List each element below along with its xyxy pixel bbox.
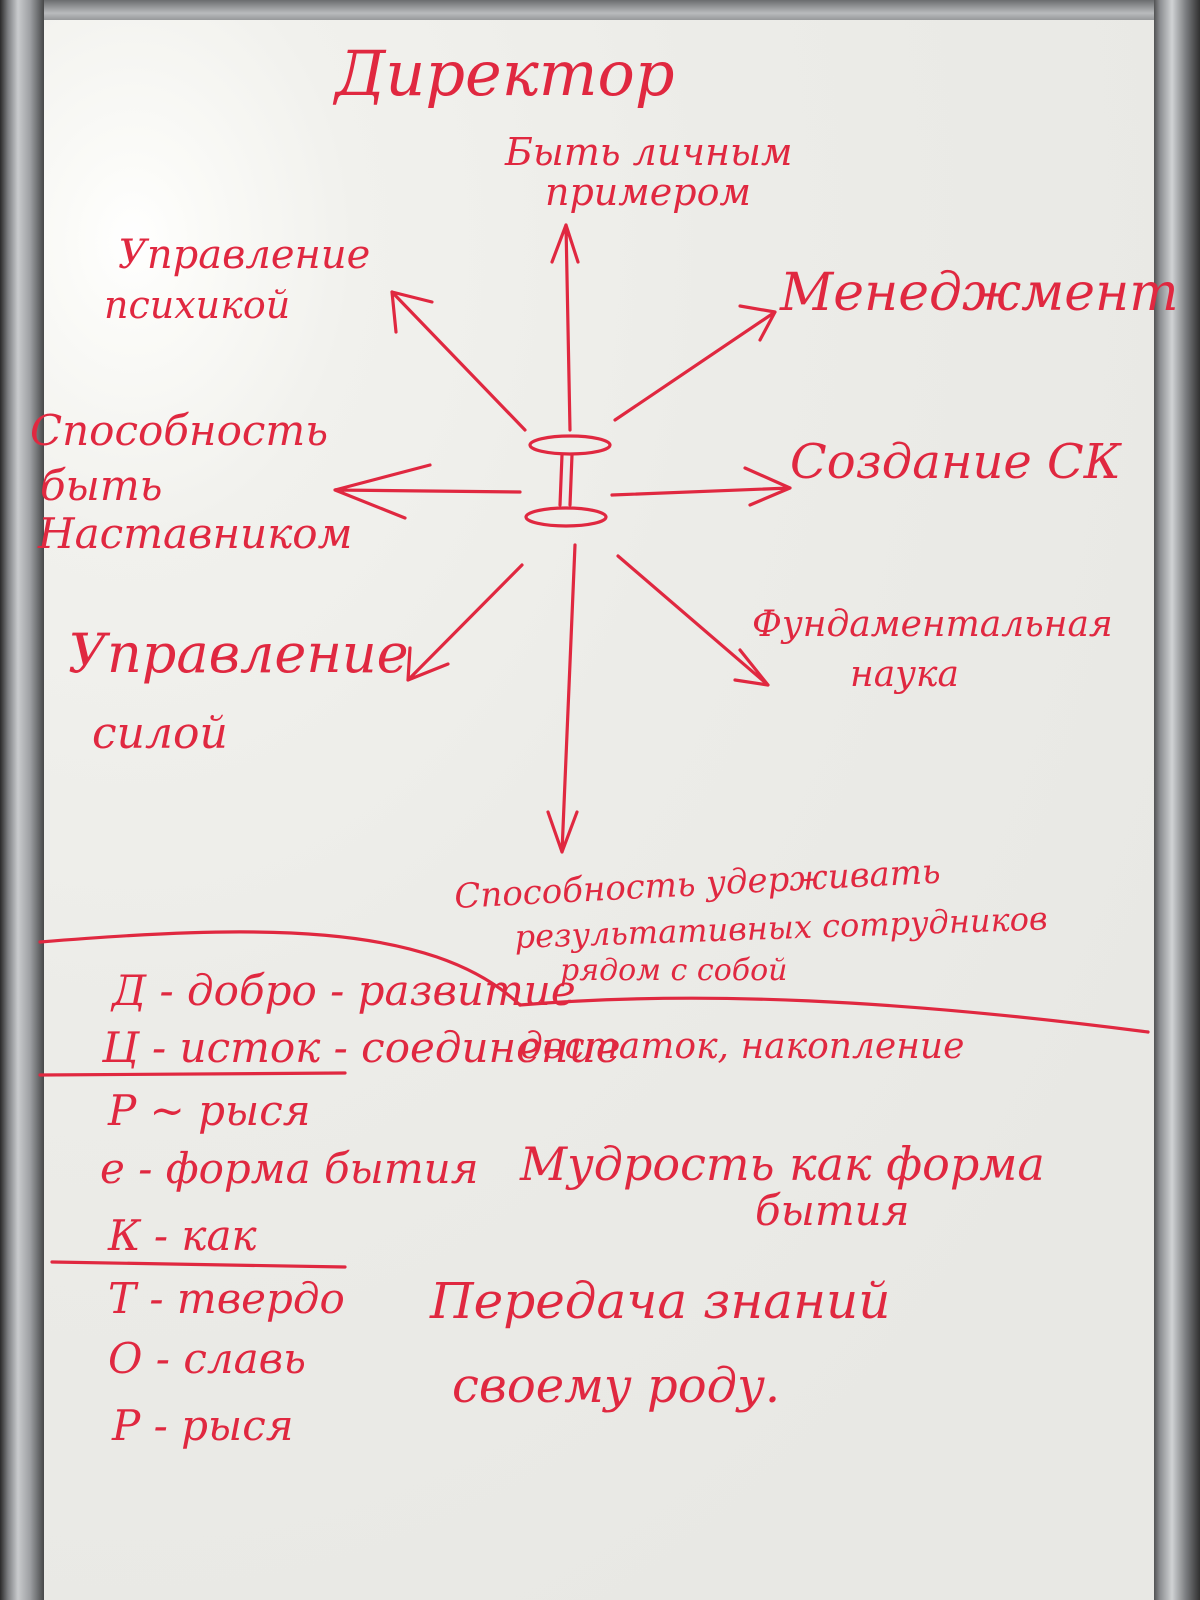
- arrow-up-right: [613, 304, 777, 422]
- acronym-row-4: е - форма бытия: [100, 1144, 479, 1193]
- spoke-top-line-1: Быть личным: [504, 130, 792, 174]
- spoke-bottom-right-line-2: наука: [850, 654, 959, 695]
- center-pillar-left: [558, 453, 564, 507]
- center-pillar-right: [568, 453, 574, 507]
- wisdom-line-1: Мудрость как форма: [519, 1137, 1045, 1191]
- spoke-top-left-line-1: Управление: [118, 232, 370, 278]
- divider-curve-right: [518, 996, 1150, 1034]
- divider-curve-left: [38, 930, 522, 1007]
- divider-line-2: [50, 1260, 347, 1269]
- acronym-note: достаток, накопление: [520, 1026, 964, 1067]
- spoke-left-line-2: быть: [40, 461, 163, 510]
- title: Директор: [332, 37, 675, 110]
- arrow-down-right: [616, 554, 770, 687]
- spoke-bottom-left-line-1: Управление: [68, 622, 409, 685]
- transfer-line-2: своему роду.: [452, 1358, 780, 1414]
- arrow-up-left: [390, 290, 527, 432]
- spoke-top-line-2: примером: [545, 170, 751, 214]
- center-top-ellipse: [528, 434, 612, 456]
- acronym-row-5: К - как: [107, 1211, 258, 1260]
- spoke-bottom-line-3: рядом с собой: [560, 953, 787, 988]
- arrow-up: [550, 223, 580, 432]
- acronym-row-2: Ц - исток - соединение: [101, 1023, 621, 1072]
- acronym-row-8: Р - рыся: [111, 1401, 294, 1450]
- arrow-right: [610, 466, 792, 507]
- spoke-left-line-1: Способность: [30, 406, 328, 455]
- acronym-row-6: Т - твердо: [108, 1274, 345, 1323]
- spoke-bottom-right-line-1: Фундаментальная: [752, 604, 1113, 645]
- acronym-row-3: Р ~ рыся: [107, 1086, 311, 1135]
- whiteboard-surface: [44, 20, 1154, 1600]
- center-bottom-ellipse: [524, 506, 608, 528]
- arrow-down-left: [406, 563, 524, 682]
- arrow-left: [333, 463, 522, 520]
- spoke-left-line-3: Наставником: [37, 509, 352, 558]
- acronym-row-1: Д - добро - развитие: [110, 966, 576, 1015]
- transfer-line-1: Передача знаний: [429, 1272, 890, 1330]
- spoke-top-right: Менеджмент: [779, 263, 1179, 323]
- acronym-row-7: О - славь: [108, 1334, 306, 1383]
- spoke-bottom-left-line-2: силой: [92, 708, 228, 759]
- arrow-down: [546, 543, 579, 854]
- wisdom-line-2: бытия: [755, 1186, 910, 1235]
- spoke-right: Создание СК: [790, 434, 1123, 490]
- spoke-top-left-line-2: психикой: [104, 283, 290, 327]
- whiteboard-top-rail: [44, 0, 1154, 22]
- arrows-diagram: [333, 223, 792, 854]
- divider-line-1: [38, 1071, 347, 1077]
